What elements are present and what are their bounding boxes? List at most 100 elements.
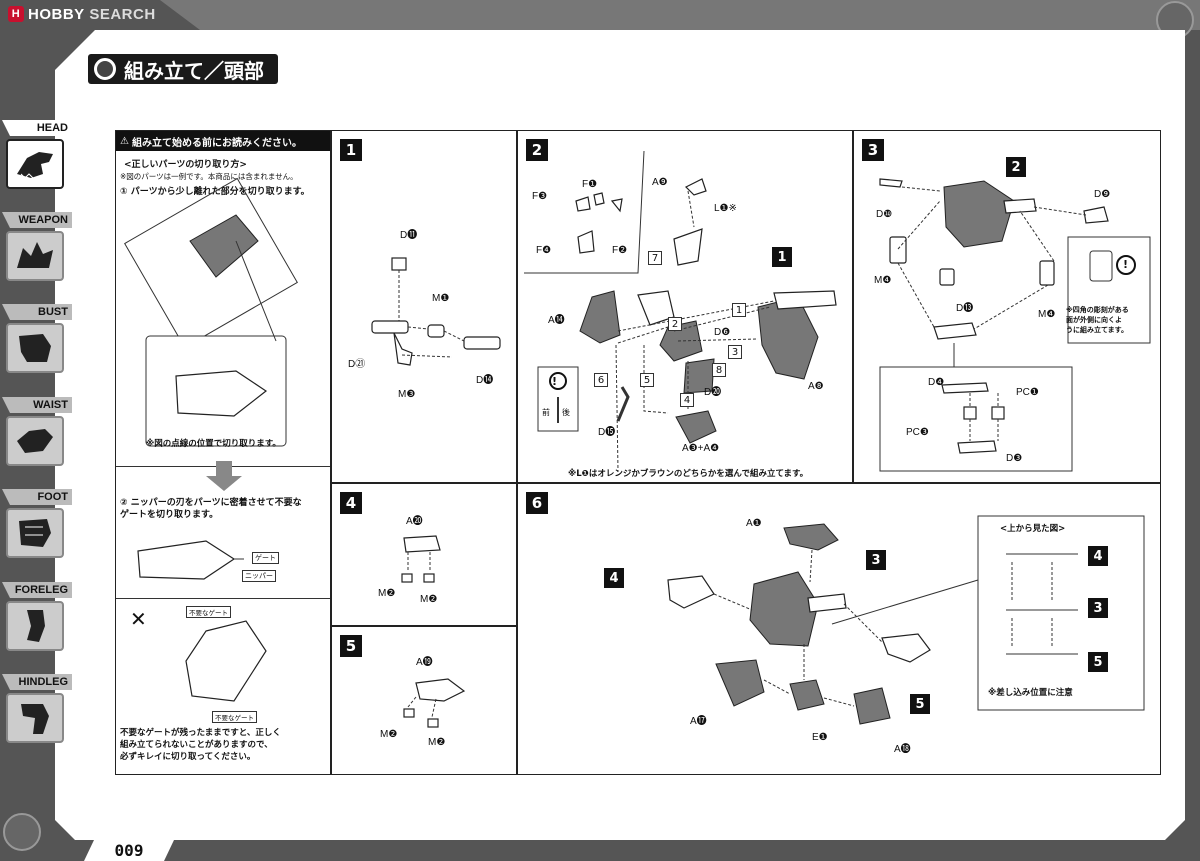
step-4-panel: 4 A⓴ M❷ M❷ (331, 483, 517, 626)
notes-dotted-note: ※図の点線の位置で切り取ります。 (146, 439, 281, 449)
ref-badge: 5 (910, 694, 930, 714)
side-tab-hindleg[interactable]: HINDLEG (2, 674, 72, 743)
side-tab-label: WAIST (2, 397, 72, 413)
part-label: D⓭ (956, 303, 974, 314)
wrong-mark-icon: ✕ (130, 607, 147, 631)
foot-icon (6, 508, 64, 558)
side-tab-label: FOOT (2, 489, 72, 505)
notes-disclaimer: ※図のパーツは一例です。本商品には含まれません。 (120, 172, 298, 181)
part-label: A❶ (746, 518, 762, 529)
side-tab-label: BUST (2, 304, 72, 320)
part-label: M❷ (428, 737, 446, 748)
step-1-diagram (371, 257, 501, 366)
topview-title: <上から見た図> (1000, 524, 1066, 534)
hindleg-icon (6, 693, 64, 743)
unneeded-gate-label: 不要なゲート (186, 606, 231, 618)
part-label: A⓱ (690, 716, 707, 727)
front-label: 前 (542, 408, 550, 417)
step-5-panel: 5 A⓳ M❷ M❷ (331, 626, 517, 775)
foreleg-icon (6, 601, 64, 651)
part-label: M❸ (398, 389, 416, 400)
notes-warning: 不要なゲートが残ったままですと、正しく 組み立てられないことがありますので、 必… (120, 728, 281, 762)
back-label: 後 (562, 408, 570, 417)
bust-icon (6, 323, 64, 373)
ref-badge: 3 (1088, 598, 1108, 618)
ref-badge: 1 (772, 247, 792, 267)
part-label: A❽ (808, 381, 824, 392)
part-label: D❻ (714, 327, 731, 338)
part-label: A⓳ (416, 657, 433, 668)
part-label: F❹ (536, 245, 552, 256)
side-tab-label: WEAPON (2, 212, 72, 228)
down-arrow-icon (206, 461, 242, 491)
side-tab-weapon[interactable]: WEAPON (2, 212, 72, 281)
waist-icon (6, 416, 64, 466)
ref-badge: 3 (866, 550, 886, 570)
step-number: 3 (862, 139, 884, 161)
sprue-diagram (124, 177, 298, 447)
ref-badge: 5 (1088, 652, 1108, 672)
part-label: M❹ (874, 275, 892, 286)
step-number: 6 (526, 492, 548, 514)
sequence-box: 1 (732, 303, 746, 317)
divider (116, 598, 330, 599)
side-tab-bust[interactable]: BUST (2, 304, 72, 373)
cutting-instructions-panel: ⚠組み立て始める前にお読みください。 <正しいパーツの切り取り方> ※図のパーツ… (115, 130, 331, 775)
gear-icon (94, 58, 116, 80)
part-label: M❶ (432, 293, 450, 304)
step-3-diagram (879, 178, 1151, 472)
step-2-diagram (524, 150, 837, 472)
sequence-box: 5 (640, 373, 654, 387)
topview-note: ※差し込み位置に注意 (988, 688, 1073, 698)
step-number: 4 (340, 492, 362, 514)
hobby-search-text: HOBBY SEARCH (28, 5, 156, 23)
attention-icon: ! (552, 375, 558, 388)
side-tab-label: FORELEG (2, 582, 72, 598)
page-number: 009 (84, 840, 174, 861)
part-label: A❸+A❹ (682, 443, 720, 454)
wrong-example-diagram (185, 620, 267, 702)
warning-icon: ⚠ (120, 135, 129, 147)
part-label: D⓯ (598, 427, 616, 438)
notes-header: ⚠組み立て始める前にお読みください。 (116, 131, 330, 151)
part-label: F❷ (612, 245, 628, 256)
part-label: D❸ (1006, 453, 1023, 464)
sequence-box: 7 (648, 251, 662, 265)
step-number: 2 (526, 139, 548, 161)
part-label: PC❸ (906, 427, 929, 438)
side-tab-foreleg[interactable]: FORELEG (2, 582, 72, 651)
head-icon (6, 139, 64, 189)
part-label: M❷ (380, 729, 398, 740)
side-tab-head[interactable]: HEAD (2, 120, 72, 189)
side-tab-foot[interactable]: FOOT (2, 489, 72, 558)
unneeded-gate-label: 不要なゲート (212, 711, 257, 723)
step-2-panel: 2 ! 前 後 A❾ L❶※ F❸ F❶ F❹ F❷ A⓮ D❻ D⓴ A❽ D… (517, 130, 853, 483)
step-number: 1 (340, 139, 362, 161)
page-title: 組み立て／頭部 (88, 54, 278, 84)
part-label: D❾ (1094, 189, 1111, 200)
sequence-box: 4 (680, 393, 694, 407)
part-label: M❹ (1038, 309, 1056, 320)
part-label: A❾ (652, 177, 668, 188)
part-label: D⓮ (476, 375, 494, 386)
notes-step2: ② ニッパーの刃をパーツに密着させて不要な ゲートを切り取ります。 (120, 498, 302, 520)
ref-badge: 4 (1088, 546, 1108, 566)
part-label: L❶※ (714, 203, 737, 214)
attention-icon: ! (1123, 258, 1129, 271)
step-2-note: ※L❶はオレンジかブラウンのどちらかを選んで組み立てます。 (568, 469, 809, 479)
notes-subtitle: <正しいパーツの切り取り方> (124, 160, 247, 170)
part-label: E❶ (812, 732, 828, 743)
sequence-box: 8 (712, 363, 726, 377)
step-number: 5 (340, 635, 362, 657)
sequence-box: 2 (668, 317, 682, 331)
part-label: A⓴ (406, 516, 423, 527)
side-tab-label: HEAD (2, 120, 72, 136)
part-label: A⓲ (894, 744, 911, 755)
gate-label: ゲート (252, 552, 279, 564)
nipper-label: ニッパー (242, 570, 276, 582)
part-label: M❷ (420, 594, 438, 605)
sequence-box: 6 (594, 373, 608, 387)
ref-badge: 4 (604, 568, 624, 588)
step-3-note: ※四角の彫刻がある 面が外側に向くよ うに組み立てます。 (1066, 306, 1129, 334)
side-tab-waist[interactable]: WAIST (2, 397, 72, 466)
